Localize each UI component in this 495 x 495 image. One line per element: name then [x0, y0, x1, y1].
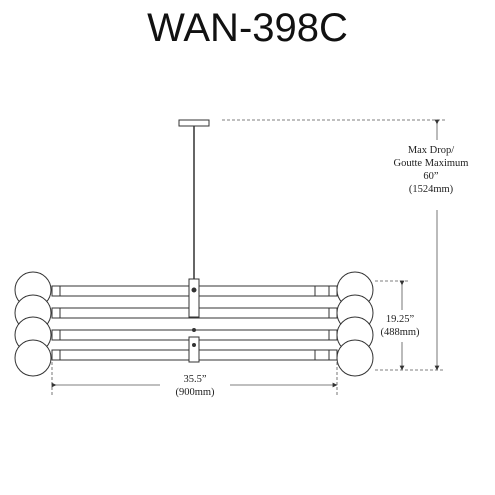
max-drop-metric: (1524mm): [408, 184, 454, 195]
max-drop-imperial: 60”: [423, 171, 439, 182]
canopy: [178, 119, 210, 127]
height-dimension: [375, 280, 410, 371]
right-bulbs: [336, 271, 374, 377]
width-label: 35.5” (900mm): [150, 373, 240, 399]
sockets: [59, 286, 330, 360]
max-drop-label: Max Drop/ Goutte Maximum 60” (1524mm): [376, 144, 486, 196]
width-dimension: [51, 362, 338, 395]
bulb: [336, 339, 374, 377]
bulb: [14, 339, 52, 377]
max-drop-line2: Goutte Maximum: [393, 158, 469, 169]
height-imperial: 19.25”: [385, 314, 415, 325]
product-title: WAN-398C: [147, 6, 348, 50]
max-drop-dimension: [222, 119, 445, 371]
width-imperial: 35.5”: [183, 374, 207, 385]
height-label: 19.25” (488mm): [365, 313, 435, 339]
height-metric: (488mm): [380, 327, 420, 338]
max-drop-line1: Max Drop/: [407, 145, 455, 156]
width-metric: (900mm): [175, 387, 215, 398]
center-hub: [188, 278, 200, 363]
left-bulbs: [14, 271, 52, 377]
